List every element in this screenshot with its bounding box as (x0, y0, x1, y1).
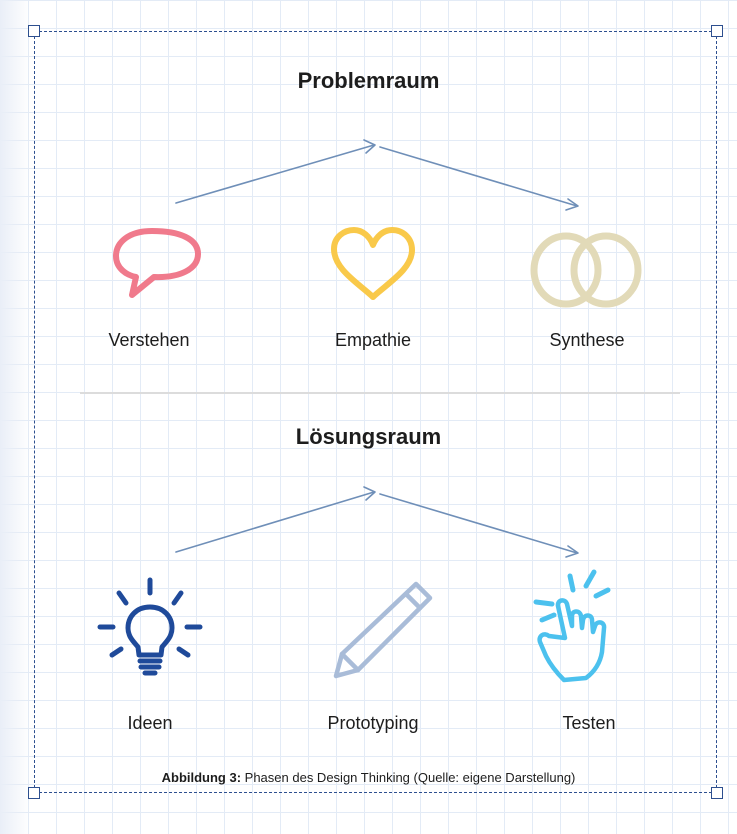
section-divider (80, 392, 680, 394)
problem-space-title: Problemraum (297, 68, 440, 93)
resize-handle-top-right[interactable] (711, 25, 723, 37)
phase-label-verstehen: Verstehen (108, 330, 190, 350)
figure-caption: Abbildung 3: Phasen des Design Thinking … (0, 770, 737, 785)
selection-frame[interactable] (34, 31, 717, 793)
heart-icon (331, 227, 415, 300)
resize-handle-bottom-left[interactable] (28, 787, 40, 799)
phase-label-empathie: Empathie (334, 330, 412, 350)
tapping-hand-icon (533, 569, 611, 683)
speech-bubble-icon (113, 228, 201, 298)
pencil-icon (333, 581, 433, 679)
phase-label-prototyping: Prototyping (327, 713, 419, 733)
resize-handle-bottom-right[interactable] (711, 787, 723, 799)
lightbulb-icon (97, 577, 203, 676)
resize-handle-top-left[interactable] (28, 25, 40, 37)
phase-label-testen: Testen (562, 713, 616, 733)
figure-caption-label: Abbildung 3: (161, 770, 242, 785)
phase-label-ideen: Ideen (127, 713, 173, 733)
solution-space-title: Lösungsraum (295, 424, 442, 449)
phase-label-synthese: Synthese (549, 330, 625, 350)
interlocked-rings-icon (530, 232, 642, 308)
left-edge-shadow (0, 0, 30, 834)
figure-caption-text: Phasen des Design Thinking (Quelle: eige… (241, 770, 576, 785)
